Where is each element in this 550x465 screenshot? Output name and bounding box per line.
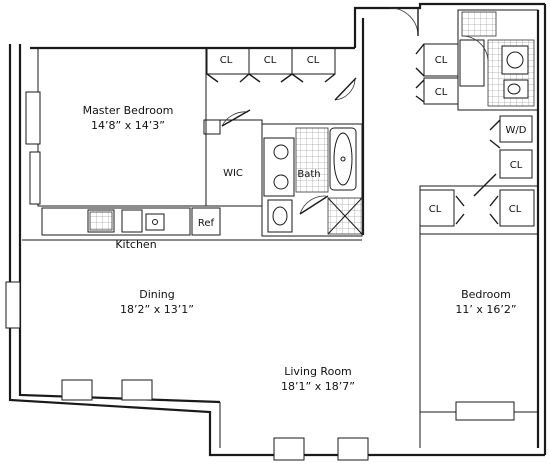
- dining-dimensions: 18’2” x 13’1”: [120, 303, 194, 316]
- living-room-name: Living Room: [284, 365, 352, 378]
- living-room-dimensions: 18’1” x 18’7”: [281, 380, 355, 393]
- living-dining: Dining 18’2” x 13’1” Living Room 18’1” x…: [5, 239, 421, 461]
- bathroom: Bath: [261, 123, 363, 237]
- bath-label: Bath: [297, 169, 320, 180]
- closet-label: CL: [220, 55, 233, 66]
- bedroom-dimensions: 11’ x 16’2”: [455, 303, 516, 316]
- window: [455, 401, 515, 421]
- second-bathroom: [457, 9, 539, 111]
- bedroom-name: Bedroom: [461, 288, 511, 301]
- ref-label: Ref: [198, 218, 215, 229]
- wic-label: WIC: [223, 168, 243, 179]
- master-closets: CL CL CL: [206, 47, 336, 83]
- bedroom: CL CL Bedroom 11’ x 16’2”: [419, 185, 539, 421]
- laundry: W/D CL: [473, 115, 533, 197]
- window: [61, 379, 93, 401]
- hall-closets: CL CL: [389, 7, 459, 105]
- window: [5, 281, 21, 329]
- door-swing: [334, 79, 356, 101]
- window: [273, 437, 305, 461]
- closet-label: CL: [435, 87, 448, 98]
- window: [25, 91, 41, 145]
- closet-label: CL: [435, 55, 448, 66]
- master-bedroom: Master Bedroom 14’8” x 14’3”: [25, 47, 207, 207]
- closet-label: CL: [510, 160, 523, 171]
- kitchen-label: Kitchen: [115, 238, 156, 251]
- window: [121, 379, 153, 401]
- wd-label: W/D: [506, 125, 527, 136]
- closet-label: CL: [307, 55, 320, 66]
- closet-label: CL: [509, 204, 522, 215]
- kitchen: Ref Kitchen: [41, 207, 221, 251]
- closet-label: CL: [429, 204, 442, 215]
- window: [337, 437, 369, 461]
- dining-name: Dining: [139, 288, 175, 301]
- closet-label: CL: [264, 55, 277, 66]
- master-bedroom-name: Master Bedroom: [83, 104, 174, 117]
- master-bedroom-dimensions: 14’8” x 14’3”: [91, 119, 165, 132]
- window: [29, 151, 41, 205]
- walk-in-closet: WIC: [203, 109, 263, 207]
